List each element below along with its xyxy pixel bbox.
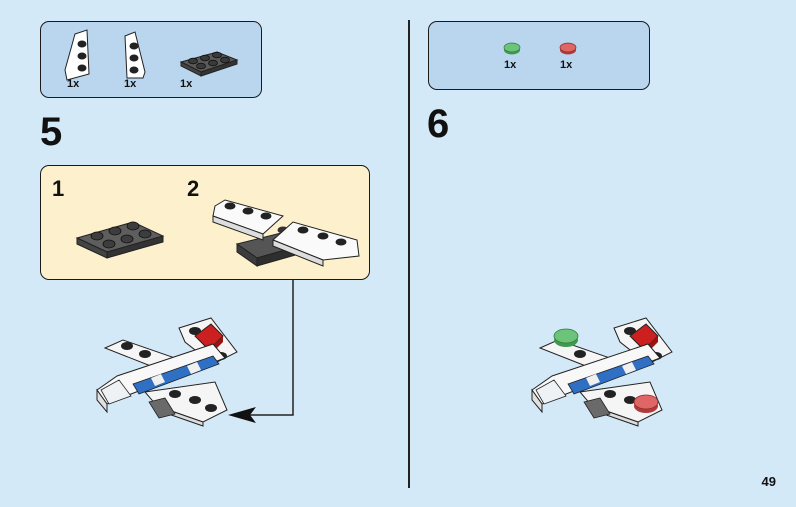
part-qty: 1x [560, 59, 573, 71]
grey-plate-assembly-icon [75, 221, 165, 259]
airplane-model-step6-icon [531, 317, 673, 427]
green-round-tile-icon [503, 42, 521, 55]
page-divider [408, 20, 410, 488]
wing-assembly-icon [212, 199, 360, 267]
wedge-plate-left-icon [64, 29, 90, 81]
airplane-model-step5-icon [96, 317, 238, 427]
red-round-tile-icon [559, 42, 577, 55]
step5-parts-box: 1x 1x 1x [40, 21, 262, 98]
wedge-plate-right-icon [124, 31, 146, 79]
substep-number-2: 2 [187, 176, 200, 201]
part-qty: 1x [67, 78, 80, 90]
part-qty: 1x [504, 59, 517, 71]
grey-plate-icon [179, 51, 239, 77]
page-number: 49 [761, 474, 776, 489]
step-number-5: 5 [40, 110, 63, 154]
step6-parts-box: 1x 1x [428, 21, 650, 90]
callout-arrow-icon [228, 279, 294, 423]
step-number-6: 6 [427, 102, 450, 146]
part-qty: 1x [124, 78, 137, 90]
substep-number-1: 1 [52, 176, 65, 201]
substep-box: 1 2 [40, 165, 370, 280]
part-qty: 1x [180, 78, 193, 90]
